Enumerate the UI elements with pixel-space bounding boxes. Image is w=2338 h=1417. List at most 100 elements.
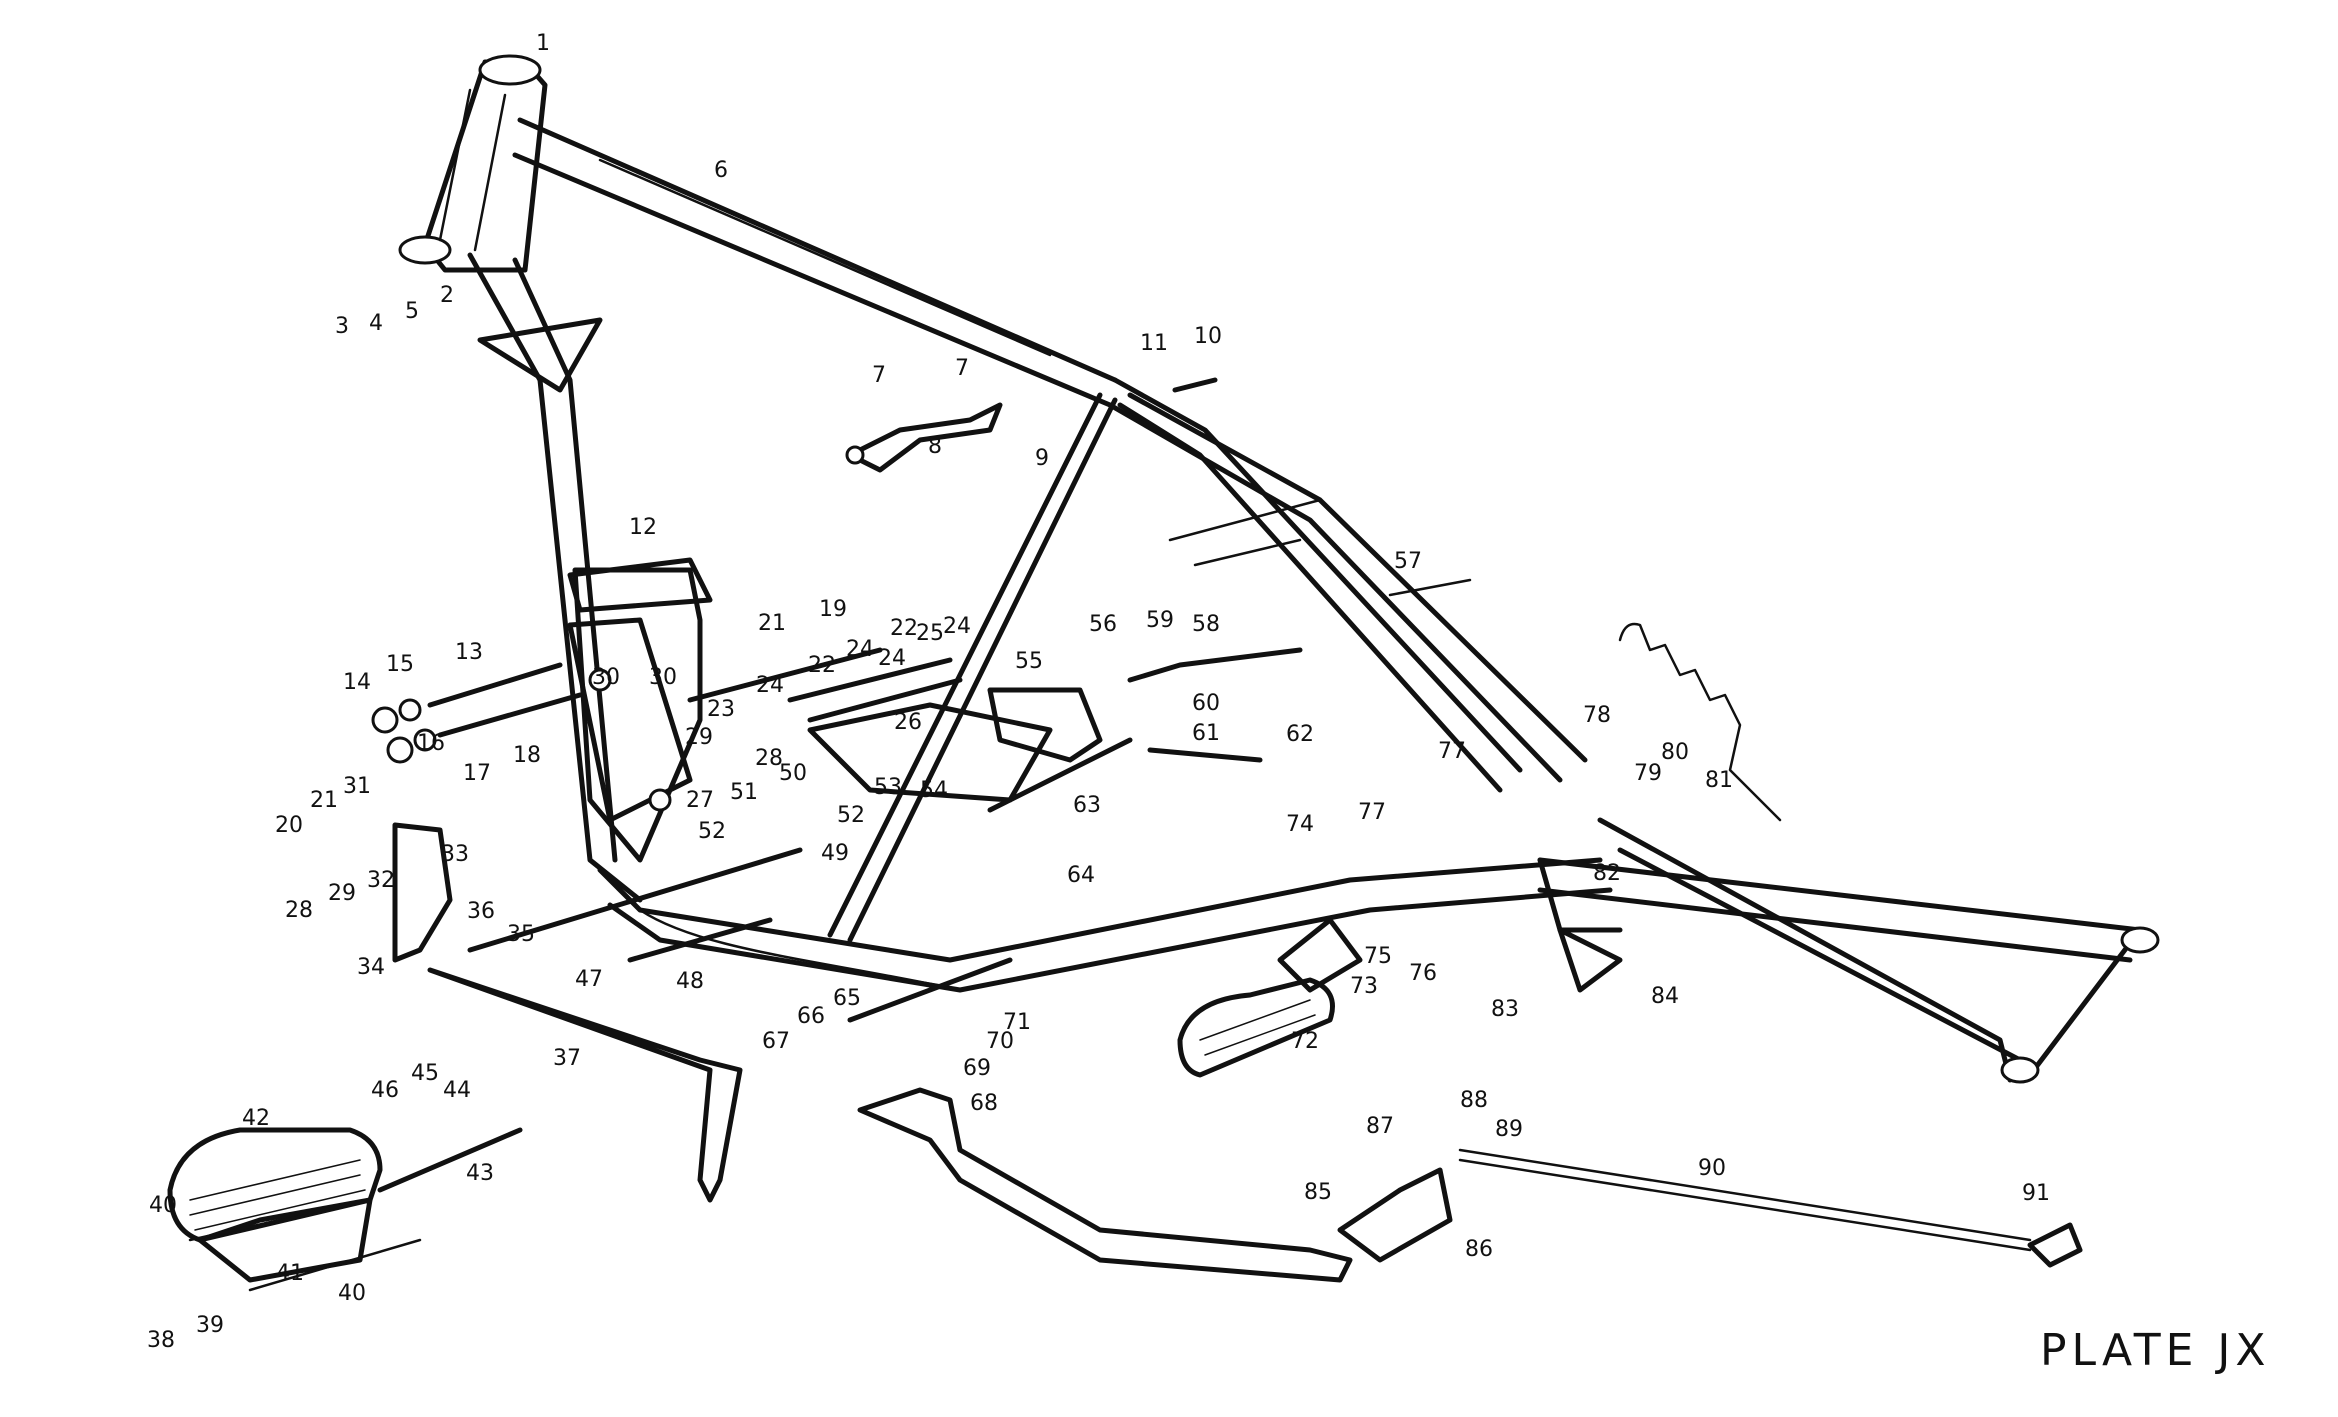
callout-31: 31	[343, 774, 371, 799]
callout-21: 21	[758, 611, 786, 636]
callout-80: 80	[1661, 740, 1689, 765]
callout-59: 59	[1146, 608, 1174, 633]
callout-32: 32	[367, 868, 395, 893]
misc-parts	[167, 377, 2083, 1292]
callout-22: 22	[808, 653, 836, 678]
rear-fork	[1537, 817, 2160, 1084]
callout-24: 24	[756, 673, 784, 698]
callout-13: 13	[455, 640, 483, 665]
callout-28: 28	[755, 746, 783, 771]
callout-62: 62	[1286, 722, 1314, 747]
callout-17: 17	[463, 761, 491, 786]
callout-38: 38	[147, 1328, 175, 1353]
callout-56: 56	[1089, 612, 1117, 637]
callout-14: 14	[343, 670, 371, 695]
callout-24: 24	[878, 646, 906, 671]
callout-18: 18	[513, 743, 541, 768]
callout-48: 48	[676, 969, 704, 994]
callout-6: 6	[714, 158, 728, 183]
callout-40: 40	[338, 1281, 366, 1306]
callout-30: 30	[592, 665, 620, 690]
callout-15: 15	[386, 652, 414, 677]
callout-45: 45	[411, 1061, 439, 1086]
callout-78: 78	[1583, 703, 1611, 728]
callout-58: 58	[1192, 612, 1220, 637]
plate-caption: PLATE JX	[2040, 1325, 2271, 1376]
callout-10: 10	[1194, 324, 1222, 349]
callout-72: 72	[1291, 1029, 1319, 1054]
callout-29: 29	[328, 881, 356, 906]
callout-50: 50	[779, 761, 807, 786]
callout-24: 24	[846, 637, 874, 662]
callout-51: 51	[730, 780, 758, 805]
callout-5: 5	[405, 299, 419, 324]
callout-8: 8	[928, 434, 942, 459]
callout-36: 36	[467, 899, 495, 924]
callout-30: 30	[649, 665, 677, 690]
callout-2: 2	[440, 283, 454, 308]
callout-43: 43	[466, 1161, 494, 1186]
frame-outline	[398, 54, 1613, 993]
callout-22: 22	[890, 616, 918, 641]
callout-16: 16	[417, 731, 445, 756]
callout-24: 24	[943, 614, 971, 639]
callout-33: 33	[441, 842, 469, 867]
callout-54: 54	[920, 778, 948, 803]
callout-52: 52	[698, 819, 726, 844]
callout-89: 89	[1495, 1117, 1523, 1142]
callout-86: 86	[1465, 1237, 1493, 1262]
callout-53: 53	[874, 775, 902, 800]
callout-74: 74	[1286, 812, 1314, 837]
callout-41: 41	[276, 1261, 304, 1286]
callout-52: 52	[837, 803, 865, 828]
callout-77: 77	[1358, 800, 1386, 825]
callout-64: 64	[1067, 863, 1095, 888]
callout-1: 1	[536, 31, 550, 56]
callout-37: 37	[553, 1046, 581, 1071]
callout-85: 85	[1304, 1180, 1332, 1205]
callout-11: 11	[1140, 331, 1168, 356]
callout-23: 23	[707, 697, 735, 722]
callout-73: 73	[1350, 974, 1378, 999]
callout-84: 84	[1651, 984, 1679, 1009]
callout-40: 40	[149, 1193, 177, 1218]
callout-3: 3	[335, 314, 349, 339]
callout-20: 20	[275, 813, 303, 838]
callout-19: 19	[819, 597, 847, 622]
callout-61: 61	[1192, 721, 1220, 746]
callout-26: 26	[894, 710, 922, 735]
callout-63: 63	[1073, 793, 1101, 818]
callout-88: 88	[1460, 1088, 1488, 1113]
callout-75: 75	[1364, 944, 1392, 969]
callout-42: 42	[242, 1106, 270, 1131]
callout-87: 87	[1366, 1114, 1394, 1139]
callout-49: 49	[821, 841, 849, 866]
callout-55: 55	[1015, 649, 1043, 674]
callout-57: 57	[1394, 549, 1422, 574]
callout-65: 65	[833, 986, 861, 1011]
callout-83: 83	[1491, 997, 1519, 1022]
callout-69: 69	[963, 1056, 991, 1081]
callout-12: 12	[629, 515, 657, 540]
callout-68: 68	[970, 1091, 998, 1116]
callout-82: 82	[1593, 861, 1621, 886]
callout-44: 44	[443, 1078, 471, 1103]
callout-7: 7	[955, 356, 969, 381]
callout-76: 76	[1409, 961, 1437, 986]
callout-46: 46	[371, 1078, 399, 1103]
callout-60: 60	[1192, 691, 1220, 716]
callout-39: 39	[196, 1313, 224, 1338]
callout-67: 67	[762, 1029, 790, 1054]
callout-71: 71	[1003, 1010, 1031, 1035]
callout-47: 47	[575, 967, 603, 992]
callout-70: 70	[986, 1029, 1014, 1054]
callout-7: 7	[872, 363, 886, 388]
callout-66: 66	[797, 1004, 825, 1029]
callout-90: 90	[1698, 1156, 1726, 1181]
callout-79: 79	[1634, 761, 1662, 786]
callout-77: 77	[1438, 739, 1466, 764]
callout-35: 35	[507, 922, 535, 947]
callout-25: 25	[916, 621, 944, 646]
